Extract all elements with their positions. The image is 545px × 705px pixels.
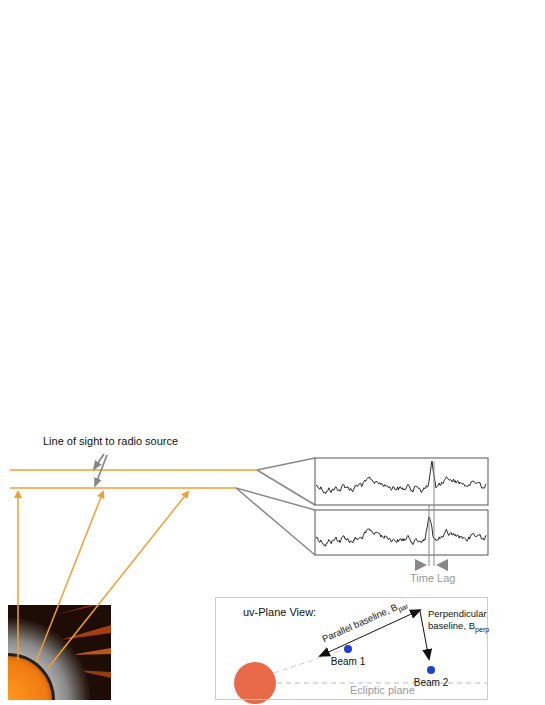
annotation-text: Line of sight to radio source — [43, 435, 178, 447]
baseline-label: Parallel baseline, Bpar — [320, 597, 409, 647]
beam-label: Beam 1 — [323, 645, 373, 667]
annotation: Line of sight to radio source — [43, 435, 178, 447]
panel-title: uv-Plane View: — [243, 606, 316, 618]
time-lag-label: Time Lag — [410, 572, 455, 584]
signal-trace — [316, 517, 486, 547]
subscript: par — [397, 602, 410, 613]
beam-marker: Beam 1 — [323, 645, 373, 667]
subscript: perp — [475, 626, 489, 634]
beam-dot — [427, 666, 435, 674]
plane-text: Ecliptic plane — [350, 684, 415, 696]
signal-trace — [316, 461, 486, 494]
baseline-label: Perpendicular baseline, Bperp — [428, 608, 492, 635]
beam-dot — [344, 645, 352, 653]
time-series — [316, 461, 486, 546]
plane-label: Ecliptic plane — [350, 684, 415, 696]
time-lag-text: Time Lag — [410, 572, 455, 584]
